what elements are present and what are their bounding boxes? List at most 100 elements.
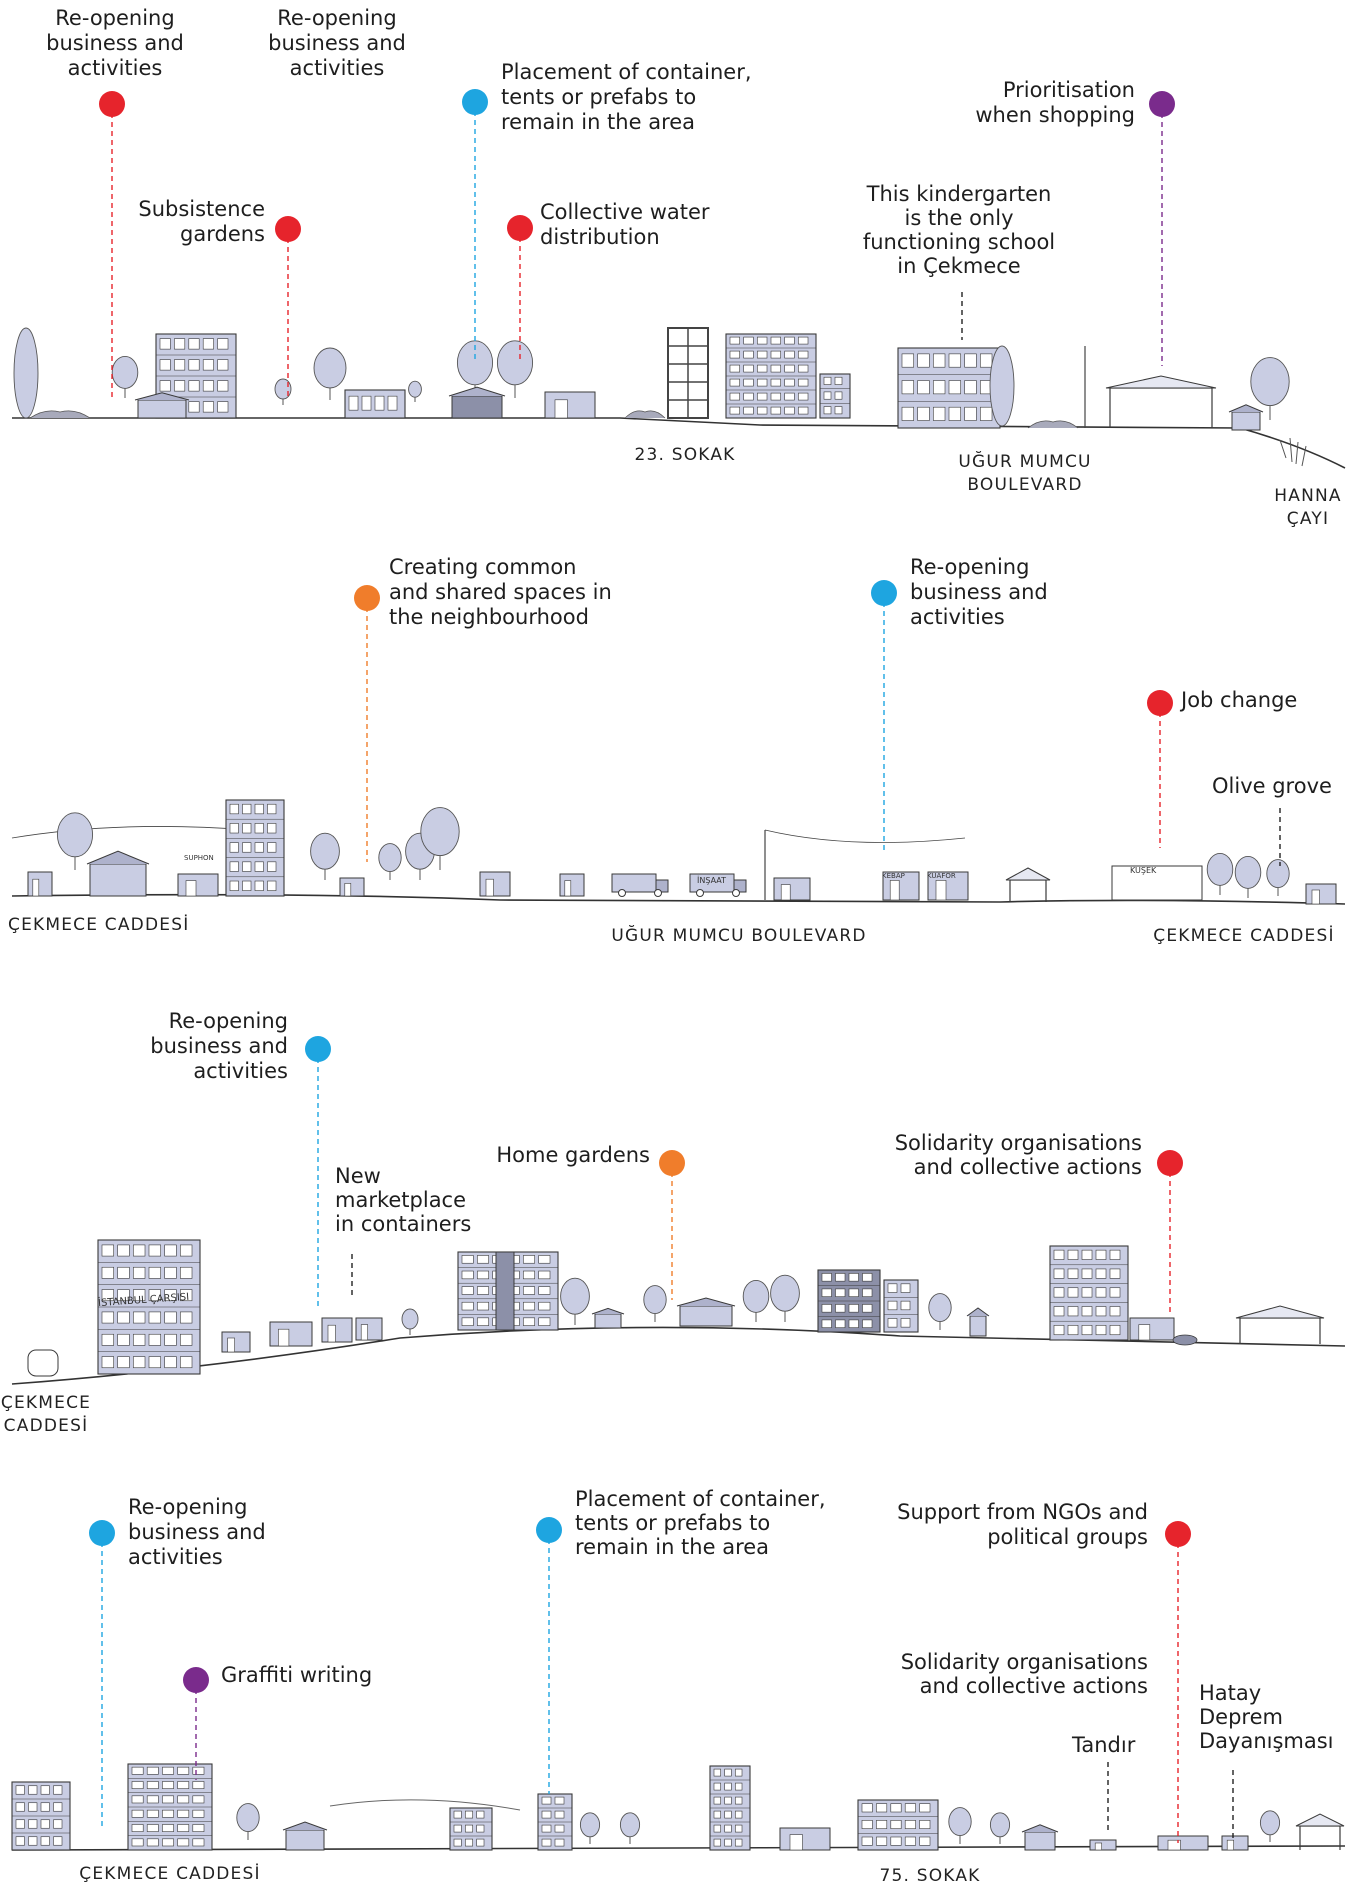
strip1-apartment-2-window [798, 392, 809, 401]
strip1-apartment-2-window [757, 350, 768, 359]
strip4-apartment-2-window [162, 1838, 174, 1847]
strip2-bus-stop [1305, 883, 1337, 905]
strip2-truck-wheel [654, 889, 662, 897]
strip3-istanbul-carsisi-window [180, 1311, 193, 1324]
strip3-apartment-2-window [835, 1288, 846, 1297]
strip3-hut-2-roof [676, 1297, 736, 1307]
annotation-reopening-business-4: Re-opening business and activities [150, 1009, 288, 1083]
annotation-solidarity-1: Solidarity organisations and collective … [894, 1131, 1142, 1179]
strip3-apartment-4-window [1109, 1287, 1121, 1298]
strip3-istanbul-carsisi-window [164, 1311, 177, 1324]
street-label-cekmece-caddesi-1: ÇEKMECE CADDESİ [8, 915, 190, 935]
strip1-apartment-block-window [202, 401, 214, 413]
strip2-truck-cab [655, 879, 669, 893]
strip1-apartment-3-window [823, 406, 832, 415]
strip3-istanbul-carsisi-window [101, 1289, 114, 1302]
strip2-apartment-window [267, 803, 277, 815]
strip2-olive-2 [1234, 855, 1262, 889]
annotation-subsistence-gardens: Subsistence gardens [138, 197, 265, 246]
strip4-apartment-2-window [146, 1824, 159, 1832]
strip2-apartment-window [254, 880, 264, 891]
strip4-tree-4 [948, 1807, 972, 1837]
strip1-kindergarten-window [917, 406, 930, 421]
strip3-apartment-4-window [1109, 1268, 1121, 1279]
strip4-apartment-3-window [453, 1838, 462, 1847]
strip1-apartment-2-window [757, 378, 768, 387]
strip4-apartment-window [15, 1836, 25, 1846]
strip4-hut-roof [282, 1821, 328, 1831]
strip3-apartment-window [461, 1255, 474, 1264]
strip3-market-container [321, 1317, 353, 1343]
strip3-apartment-3-window [900, 1283, 911, 1293]
street-label-ugur-mumcu-1: UĞUR MUMCU BOULEVARD [958, 452, 1092, 495]
strip1-apartment-2-window [784, 364, 795, 373]
strip2-truck-2-wheel [732, 889, 740, 897]
strip2-apartment-window [254, 842, 264, 853]
strip1-kindergarten-window [901, 380, 914, 395]
strip1-apartment-2-window [729, 364, 740, 373]
strip1-apartment-2-window [743, 364, 754, 373]
strip4-apartment-window [40, 1802, 50, 1812]
strip1-apartment-2-window [770, 378, 781, 387]
strip3-apartment-4-window [1067, 1249, 1079, 1260]
annotation-placement-containers-2: Placement of container, tents or prefabs… [575, 1487, 826, 1559]
strip4-apartment-5-window [735, 1796, 743, 1805]
annotation-home-gardens: Home gardens [496, 1143, 650, 1167]
tiny-mark: ······· [206, 1561, 215, 1566]
strip3-apartment-2-window [835, 1304, 846, 1313]
blue-marker-dot-16 [536, 1517, 562, 1543]
strip4-apartment-5-window [713, 1824, 721, 1833]
strip4-tandir-door [1094, 1842, 1102, 1851]
strip3-hut-2 [679, 1305, 733, 1327]
strip3-apartment-4-window [1067, 1287, 1079, 1298]
strip3-apartment-2-window [821, 1304, 832, 1313]
strip3-apartment-window [523, 1270, 535, 1280]
strip4-apartment-2-window [162, 1781, 174, 1789]
strip1-shop [137, 399, 187, 419]
strip3-apartment-window [538, 1286, 551, 1295]
strip1-kiosk-roof [1228, 404, 1264, 413]
strip4-apartment-5-window [713, 1796, 721, 1805]
strip3-istanbul-carsisi-window [133, 1266, 146, 1279]
strip3-apartment-2-window [862, 1304, 873, 1313]
strip3-apartment-window [523, 1301, 535, 1311]
strip4-apartment-3-window [476, 1824, 485, 1833]
strip3-apartment-window [523, 1255, 535, 1264]
strip2-apartment-window [242, 842, 252, 853]
strip3-apartment-window [538, 1270, 551, 1280]
strip1-apartment-2-window [770, 406, 781, 415]
strip1-apartment-2-window [743, 406, 754, 415]
strip2-stall-door [485, 878, 494, 897]
strip2-apartment-window [242, 880, 252, 891]
strip1-apartment-2-window [757, 392, 768, 401]
strip3-apartment-4-window [1067, 1268, 1079, 1279]
strip3-apartment-window [477, 1317, 489, 1326]
strip3-van [27, 1349, 59, 1377]
strip2-wall [1111, 865, 1203, 901]
annotation-hatay-deprem: Hatay Deprem Dayanışması [1199, 1681, 1334, 1753]
strip1-apartment-block-window [202, 359, 214, 371]
strip4-apartment-6-window [876, 1836, 888, 1846]
strip3-apartment-4-window [1081, 1325, 1093, 1336]
sign-kusek: KUŞEK [1130, 866, 1157, 875]
red-marker-dot-1 [275, 216, 301, 242]
strip1-apartment-2-window [757, 406, 768, 415]
strip4-apartment-2-window [177, 1766, 190, 1775]
strip4-apartment-5-window [724, 1824, 732, 1833]
strip2-container [27, 871, 53, 897]
strip4-tree-2 [579, 1812, 601, 1838]
strip3-apartment-2-window [862, 1273, 873, 1282]
strip2-apartment-window [267, 861, 277, 872]
strip1-tree-3 [408, 380, 422, 398]
blue-marker-dot-14 [89, 1520, 115, 1546]
strip1-poplar [13, 327, 39, 419]
annotation-ngo-support: Support from NGOs and political groups [897, 1500, 1148, 1549]
strip1-kindergarten-window [948, 380, 961, 395]
strip4-apartment-2-window [131, 1766, 144, 1775]
strip4-apartment-2-window [192, 1838, 205, 1847]
strip1-apartment-2-window [798, 350, 809, 359]
strip3-istanbul-carsisi-window [164, 1289, 177, 1302]
strip3-apartment-4-window [1053, 1249, 1065, 1260]
strip4-apartment-3-window [465, 1810, 473, 1819]
